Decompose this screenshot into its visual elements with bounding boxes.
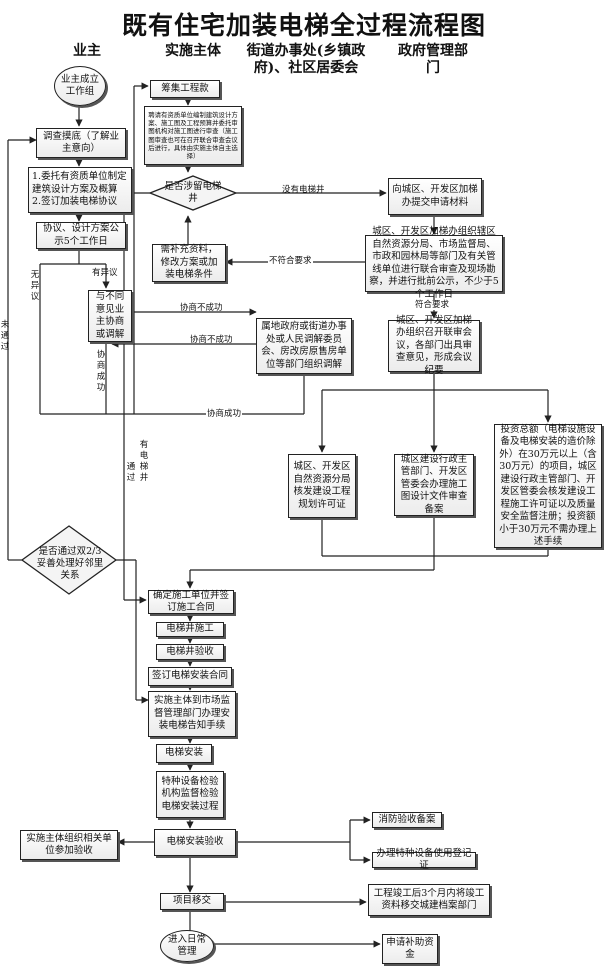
label-meets: 符合要求 <box>414 300 451 310</box>
column-header-gov: 政府管理部门 <box>398 43 468 76</box>
node-mediation: 属地政府或街道办事处或人民调解委员会、房改房原售房单位等部门组织调解 <box>256 318 352 374</box>
label-not-passed: 未通过 <box>0 320 10 352</box>
node-agreement-text: 2.签订加装电梯协议 <box>32 196 118 207</box>
node-design-text: 1.委托有资质单位制定建筑设计方案及概算 <box>32 171 127 195</box>
node-raise-funds: 筹集工程款 <box>150 80 220 98</box>
node-negotiate: 与不同意见业主协商或调解 <box>88 290 132 342</box>
node-install-acceptance: 电梯安装验收 <box>154 829 236 856</box>
node-handover: 项目移交 <box>160 893 224 910</box>
label-passed: 通过 <box>126 462 136 483</box>
label-not-meet: 不符合要求 <box>268 256 313 266</box>
node-owner-working-group: 业主成立工作组 <box>54 66 106 106</box>
decision-diamond-neighbors <box>20 525 118 595</box>
node-submit-application: 向城区、开发区加梯办提交申请材料 <box>388 178 482 215</box>
node-hire-designer: 聘请有资质单位编制建筑设计方案、施工图及工程预算并委托审图机构对施工图进行审查（… <box>144 106 242 165</box>
page-title: 既有住宅加装电梯全过程流程图 <box>121 11 486 40</box>
node-joint-meeting: 城区、开发区加梯办组织召开联审会议，各部门出具审查意见，形成会议纪要 <box>388 315 480 376</box>
label-negotiation-failed-2: 协商不成功 <box>190 335 233 345</box>
label-negotiation-failed-1: 协商不成功 <box>180 303 223 313</box>
node-install-contract: 签订电梯安装合同 <box>148 667 232 686</box>
node-shaft-acceptance: 电梯井验收 <box>156 644 224 660</box>
node-inspection: 特种设备检验机构监督检验电梯安装过程 <box>156 771 224 818</box>
decision-diamond-shaft <box>148 175 238 211</box>
column-header-implementer: 实施主体 <box>165 43 221 59</box>
node-design-and-agreement: 1.委托有资质单位制定建筑设计方案及概算 2.签订加装电梯协议 <box>28 167 132 213</box>
label-negotiation-success-h: 协商成功 <box>206 409 243 419</box>
label-no-shaft: 没有电梯井 <box>282 185 325 195</box>
node-supplement: 需补充资料，修改方案或加装电梯条件 <box>152 244 226 282</box>
node-drawing-review: 城区建设行政主管部门、开发区管委会办理施工图设计文件审查备案 <box>394 454 474 516</box>
node-shaft-check: 是否涉留电梯井 <box>164 181 222 204</box>
label-has-objection: 有异议 <box>92 268 118 278</box>
column-header-owner: 业主 <box>73 43 101 59</box>
node-joint-review: 城区、开发区加梯办组织辖区自然资源分局、市场监督局、市政和园林局等部门及有关管线… <box>365 226 503 300</box>
label-negotiation-success-v: 协商成功 <box>96 350 106 393</box>
node-owner-acceptance: 实施主体组织相关单位参加验收 <box>20 830 118 860</box>
node-planning-permit: 城区、开发区自然资源分局核发建设工程规划许可证 <box>288 454 356 518</box>
node-construction-permit: 投资总额（电梯设施设备及电梯安装的造价除外）在30万元以上（含30万元）的项目，… <box>494 424 602 548</box>
node-neighbor-check: 是否通过双2/3妥善处理好邻里关系 <box>36 546 104 581</box>
node-construction-contract: 确定施工单位并签订施工合同 <box>148 590 234 614</box>
node-subsidy: 申请补助资金 <box>382 934 438 964</box>
node-elevator-install: 电梯安装 <box>156 744 212 763</box>
label-has-shaft: 有电梯井 <box>139 440 149 483</box>
node-notify-market: 实施主体到市场监督管理部门办理安装电梯告知手续 <box>148 691 236 737</box>
node-survey: 调查摸底（了解业主意向） <box>36 128 126 158</box>
node-archive-transfer: 工程竣工后3个月内将竣工资料移交城建档案部门 <box>368 884 490 916</box>
label-no-objection: 无异议 <box>30 270 40 302</box>
node-use-registration: 办理特种设备使用登记证 <box>372 848 476 871</box>
column-header-street: 街道办事处(乡镇政府)、社区居委会 <box>246 43 366 76</box>
node-shaft-construction: 电梯井施工 <box>156 622 224 637</box>
node-fire-acceptance: 消防验收备案 <box>372 812 442 828</box>
node-daily-management: 进入日常管理 <box>160 930 214 962</box>
node-publicity: 协议、设计方案公示5个工作日 <box>36 222 126 249</box>
